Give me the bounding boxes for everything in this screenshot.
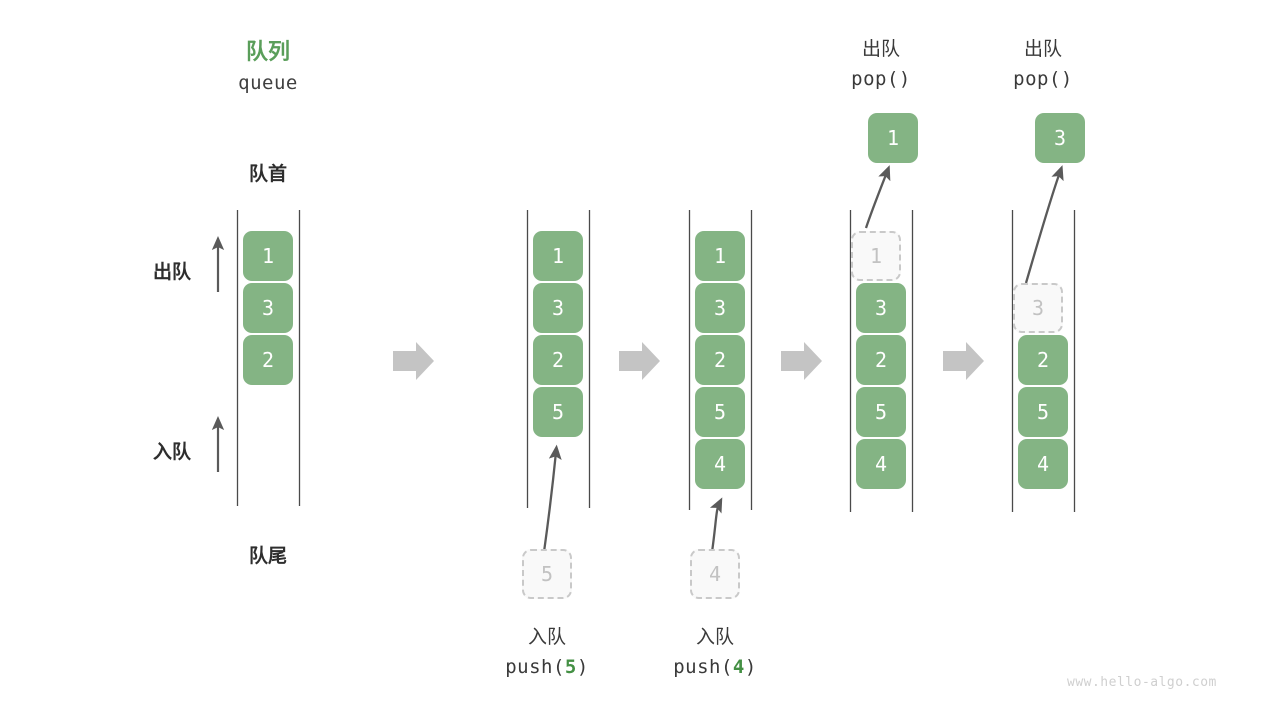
queue-cell[interactable]: 4 [1018,439,1068,489]
push-code-prefix: push( [673,656,733,678]
queue-cell[interactable]: 1 [695,231,745,281]
incoming-ghost-cell: 4 [690,549,740,599]
push-code-suffix: ) [744,656,757,678]
push-code-suffix: ) [576,656,589,678]
pop-caption-code: pop() [1013,68,1073,90]
pop-caption-cn: 出队 [861,39,900,60]
queue-rear-label: 队尾 [248,546,287,567]
queue-cell[interactable]: 1 [243,231,293,281]
queue-cell[interactable]: 3 [533,283,583,333]
enqueue-label: 入队 [152,442,191,463]
step-arrow-1 [393,342,434,380]
queue-cell[interactable]: 2 [695,335,745,385]
queue-cell[interactable]: 5 [695,387,745,437]
queue-cell[interactable]: 2 [243,335,293,385]
watermark: www.hello-algo.com [1067,675,1217,690]
queue-cell[interactable]: 5 [533,387,583,437]
queue-cell[interactable]: 5 [856,387,906,437]
push-caption-code: push(4) [645,656,785,678]
queue-cell[interactable]: 4 [856,439,906,489]
push-caption-code: push(5) [477,656,617,678]
push-arrow-5 [542,444,562,553]
push-arrow-4 [709,497,723,553]
queue-cell[interactable]: 4 [695,439,745,489]
push-code-prefix: push( [505,656,565,678]
queue-cell[interactable]: 2 [533,335,583,385]
queue-cell[interactable]: 3 [856,283,906,333]
pop-arrow-1 [864,165,891,229]
queue-front-label: 队首 [248,164,287,185]
popped-cell[interactable]: 3 [1035,113,1085,163]
queue-cell[interactable]: 3 [243,283,293,333]
popped-cell[interactable]: 1 [868,113,918,163]
push-caption-cn: 入队 [695,627,734,648]
queue-cell[interactable]: 5 [1018,387,1068,437]
step-arrow-2 [619,342,660,380]
page-title-cn: 队列 [245,39,290,64]
pop-caption-code: pop() [851,68,911,90]
incoming-ghost-cell: 5 [522,549,572,599]
queue-cell[interactable]: 2 [1018,335,1068,385]
push-caption-cn: 入队 [527,627,566,648]
step-arrow-3 [781,342,822,380]
removed-ghost-cell: 1 [851,231,901,281]
step-arrow-4 [943,342,984,380]
pop-caption-cn: 出队 [1023,39,1062,60]
dequeue-label: 出队 [152,262,191,283]
removed-ghost-cell: 3 [1013,283,1063,333]
pop-arrow-3 [1024,165,1064,284]
push-code-value: 4 [732,656,745,678]
queue-cell[interactable]: 1 [533,231,583,281]
queue-cell[interactable]: 3 [695,283,745,333]
page-title-code: queue [238,72,298,94]
push-code-value: 5 [564,656,577,678]
queue-cell[interactable]: 2 [856,335,906,385]
